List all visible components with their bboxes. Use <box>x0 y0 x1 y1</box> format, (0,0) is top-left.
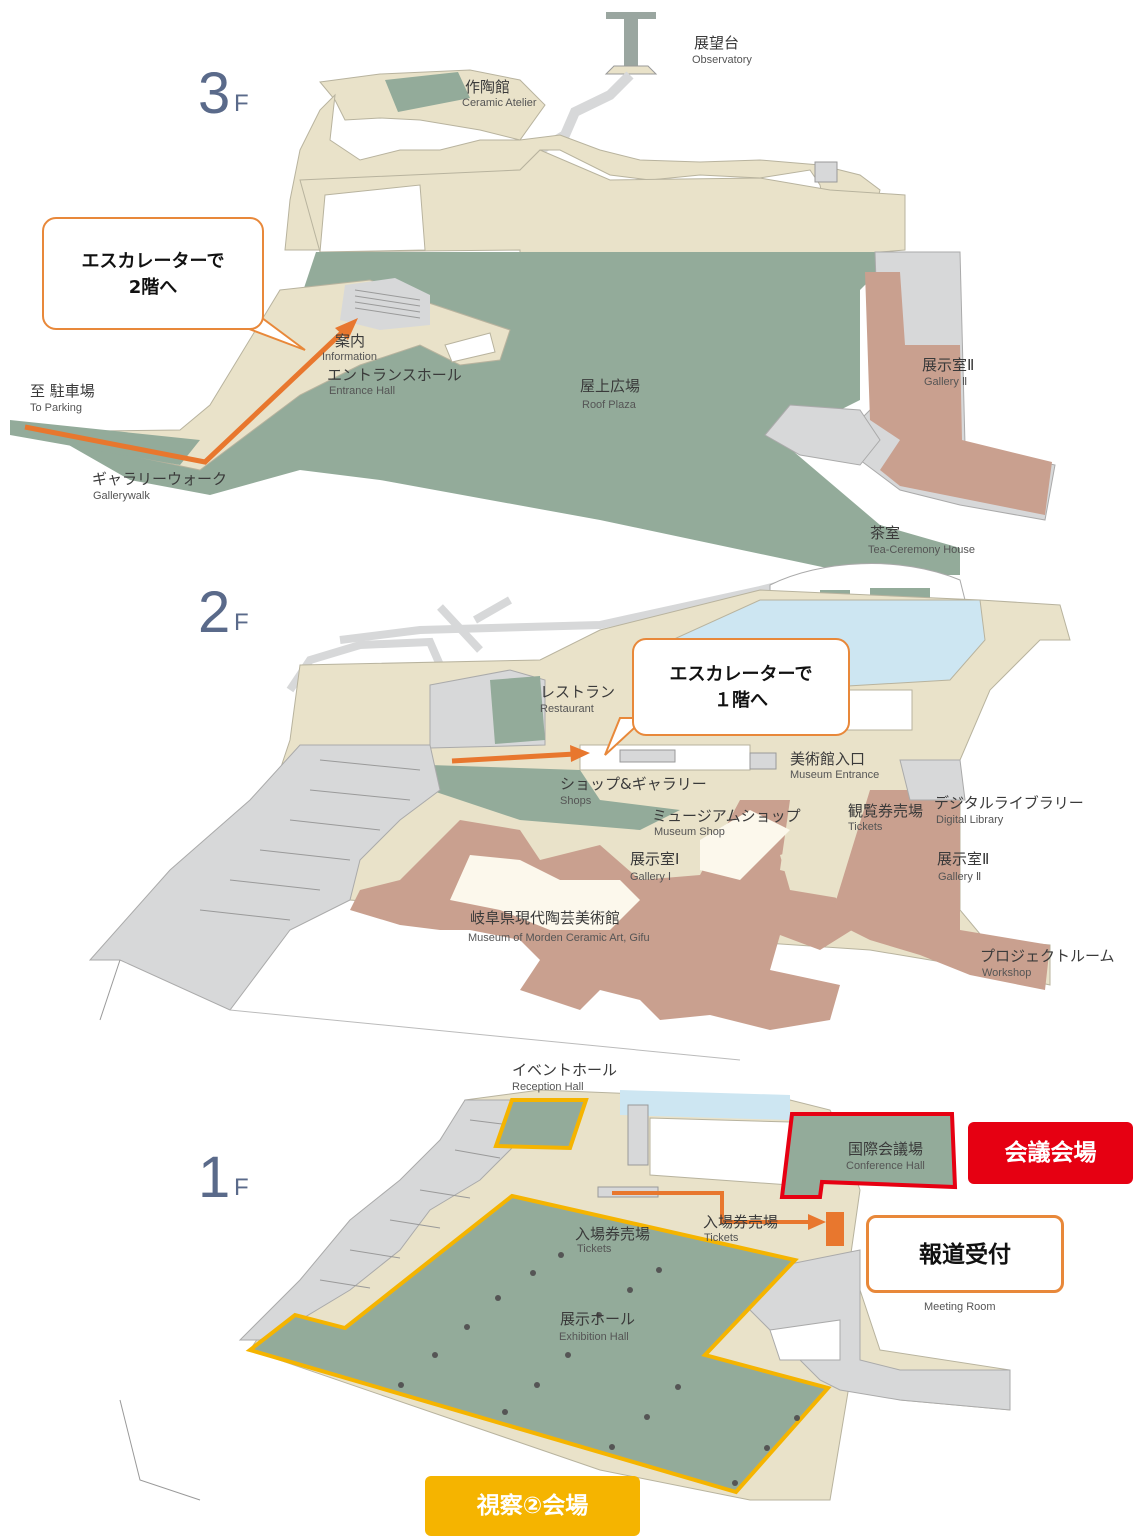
label-exhibition-en: Exhibition Hall <box>559 1331 629 1343</box>
press-reception-tag: 報道受付 <box>866 1215 1064 1293</box>
service-block-2f <box>88 744 441 1011</box>
floor-3f-number: 3 <box>198 61 230 126</box>
label-project-en: Workshop <box>982 967 1031 979</box>
label-museum: 岐阜県現代陶芸美術館 <box>470 909 620 927</box>
route-arrow-3f <box>24 323 352 465</box>
label-event-hall: イベントホール <box>512 1061 617 1079</box>
label-conference-en: Conference Hall <box>846 1160 925 1172</box>
label-meeting-en: Meeting Room <box>924 1301 996 1313</box>
label-library: デジタルライブラリー <box>934 794 1084 812</box>
label-museum-shop-en: Museum Shop <box>654 826 725 838</box>
label-parking: 至 駐車場 <box>30 382 95 400</box>
label-conference: 国際会議場 <box>848 1140 923 1158</box>
route-arrow-2f <box>451 751 576 764</box>
label-tickets-1f-a: 入場券売場 <box>575 1225 650 1243</box>
label-entrance-en: Museum Entrance <box>790 769 879 781</box>
floor-1f: 1 F <box>119 1061 1011 1501</box>
label-roof-plaza-en: Roof Plaza <box>582 399 637 411</box>
label-entrance: 美術館入口 <box>790 750 865 768</box>
label-tickets-2f-en: Tickets <box>848 821 883 833</box>
press-reception-marker <box>826 1212 844 1246</box>
label-information-en: Information <box>322 351 377 363</box>
floor-1f-suffix: F <box>234 1174 249 1201</box>
label-tea-en: Tea-Ceremony House <box>868 544 975 556</box>
label-gallery1-en: Gallery Ⅰ <box>630 871 671 883</box>
label-library-en: Digital Library <box>936 814 1004 826</box>
roof-plaza <box>20 252 960 575</box>
label-entrance-hall-en: Entrance Hall <box>329 385 395 397</box>
label-gallery2-2f: 展示室Ⅱ <box>937 850 989 868</box>
label-parking-en: To Parking <box>30 402 82 414</box>
label-restaurant: レストラン <box>540 683 615 701</box>
observatory-tower <box>606 12 656 19</box>
label-restaurant-en: Restaurant <box>540 703 594 715</box>
label-shops: ショップ&ギャラリー <box>560 775 707 793</box>
callout-2f-line1: エスカレーターで <box>669 664 813 685</box>
label-gallerywalk: ギャラリーウォーク <box>92 470 227 488</box>
label-museum-en: Museum of Morden Ceramic Art, Gifu <box>468 932 650 944</box>
label-observatory-en: Observatory <box>692 54 752 66</box>
label-exhibition: 展示ホール <box>560 1310 635 1328</box>
label-information: 案内 <box>335 332 365 350</box>
conference-venue-tag: 会議会場 <box>968 1122 1133 1184</box>
reception-hall[interactable] <box>493 1098 589 1151</box>
label-museum-shop: ミュージアムショップ <box>652 807 801 825</box>
label-gallerywalk-en: Gallerywalk <box>93 490 150 502</box>
label-gallery1: 展示室Ⅰ <box>630 850 679 868</box>
label-tickets-2f: 観覧券売場 <box>848 802 923 820</box>
floor-1f-number: 1 <box>198 1145 230 1210</box>
callout-2f-escalator: エスカレーターで １階へ <box>632 638 850 736</box>
label-atelier-en: Ceramic Atelier <box>462 97 537 109</box>
label-project: プロジェクトルーム <box>980 947 1115 965</box>
floor-3f-suffix: F <box>234 90 249 117</box>
conference-hall[interactable] <box>779 1112 958 1199</box>
label-observatory: 展望台 <box>694 34 739 52</box>
label-tea: 茶室 <box>870 524 900 542</box>
callout-3f-escalator: エスカレーターで 2階へ <box>42 217 264 330</box>
label-gallery2-3f: 展示室Ⅱ <box>922 356 974 374</box>
callout-2f-line2: １階へ <box>714 690 768 711</box>
label-gallery2-2f-en: Gallery Ⅱ <box>938 871 981 883</box>
service-block-1f-east <box>739 1249 1011 1411</box>
floor-2f-suffix: F <box>234 609 249 636</box>
label-tickets-1f-a-en: Tickets <box>577 1243 612 1255</box>
label-entrance-hall: エントランスホール <box>327 366 462 384</box>
exhibition-hall[interactable] <box>245 1193 832 1495</box>
label-event-hall-en: Reception Hall <box>512 1081 584 1093</box>
label-shops-en: Shops <box>560 795 592 807</box>
floor-2f-number: 2 <box>198 580 230 645</box>
inspection-venue-tag: 視察②会場 <box>425 1476 640 1536</box>
route-arrow-1f <box>612 1191 812 1224</box>
floor-3f: 3 F 展望台 O <box>10 12 1056 575</box>
label-tickets-1f-b: 入場券売場 <box>703 1213 778 1231</box>
gallery2-2f <box>830 790 1050 990</box>
floor-2f: 2 F <box>88 524 1115 1061</box>
callout-3f-line2: 2階へ <box>128 277 178 298</box>
callout-3f-line1: エスカレーターで <box>81 251 225 272</box>
label-gallery2-3f-en: Gallery Ⅱ <box>924 376 967 388</box>
label-roof-plaza: 屋上広場 <box>580 377 640 395</box>
label-tickets-1f-b-en: Tickets <box>704 1232 739 1244</box>
label-atelier: 作陶館 <box>465 78 510 96</box>
